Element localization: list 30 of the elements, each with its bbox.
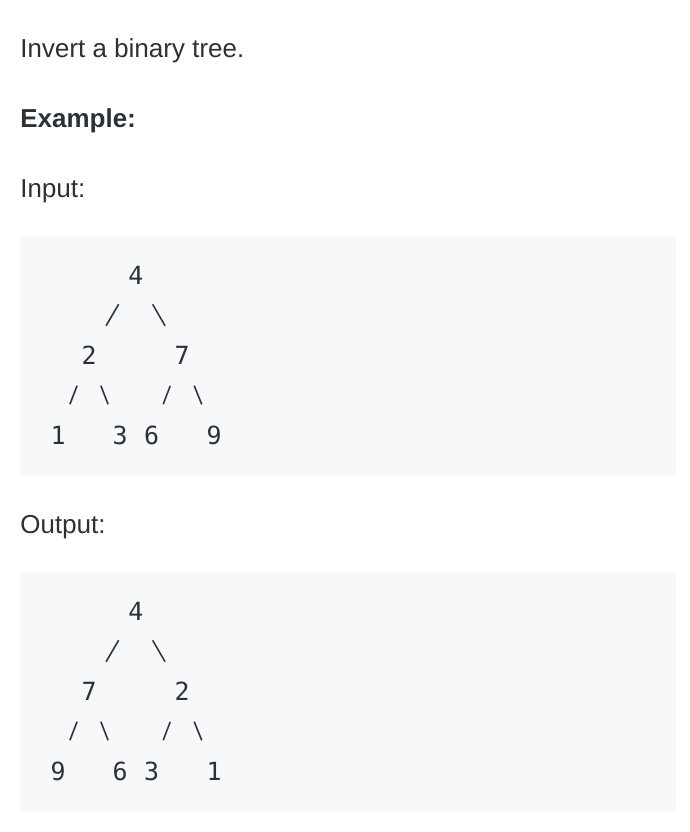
node-value: 1 (53, 426, 64, 444)
node-value: 6 (114, 761, 126, 780)
node-value: 6 (146, 425, 158, 444)
node-value: 7 (176, 346, 188, 364)
title: Invert a binary tree. (22, 38, 242, 62)
tree-branch (100, 385, 109, 405)
tree-branch (100, 721, 109, 741)
tree-branch (162, 721, 172, 741)
tree-branch (69, 385, 78, 405)
subheading: Example: (22, 108, 134, 132)
section-label: Input: (22, 179, 83, 202)
section-label: Output: (21, 514, 104, 538)
node-value: 9 (52, 761, 64, 780)
tree-branch (105, 640, 120, 662)
tree-branch (152, 640, 166, 662)
tree-branch (193, 721, 203, 741)
tree-branch (162, 385, 172, 405)
tree-branch (152, 304, 166, 326)
tree-branch (193, 385, 203, 405)
tree-branch (69, 721, 78, 741)
node-value: 2 (176, 681, 188, 700)
node-value: 3 (146, 761, 158, 780)
node-value: 4 (129, 602, 142, 620)
node-value: 3 (114, 425, 126, 444)
node-value: 9 (208, 425, 220, 444)
node-value: 7 (83, 682, 95, 700)
node-value: 4 (129, 266, 142, 284)
node-value: 1 (209, 762, 220, 780)
node-value: 2 (83, 345, 94, 364)
tree-branch (105, 304, 120, 326)
